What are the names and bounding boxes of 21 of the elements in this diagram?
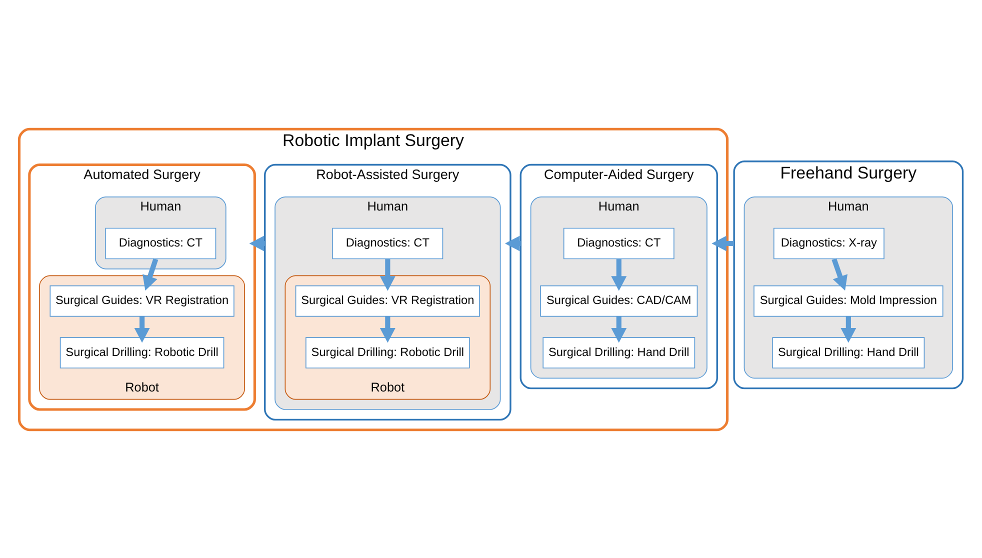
node-box: Diagnostics: X-ray	[773, 227, 884, 259]
node-box: Surgical Guides: VR Registration	[295, 284, 480, 316]
arrow	[611, 316, 627, 342]
arrow	[611, 258, 627, 290]
arrow	[380, 258, 396, 290]
arrow	[840, 316, 856, 342]
arrow	[712, 235, 734, 251]
arrow	[832, 258, 848, 290]
node-box: Surgical Drilling: Robotic Drill	[60, 336, 224, 368]
node-box: Surgical Guides: CAD/CAM	[540, 284, 698, 316]
node-box: Diagnostics: CT	[332, 227, 444, 259]
node-box: Surgical Drilling: Hand Drill	[772, 336, 925, 368]
node-box: Diagnostics: CT	[105, 227, 216, 259]
arrow	[142, 258, 158, 290]
node-box: Diagnostics: CT	[563, 227, 674, 259]
node-box: Surgical Drilling: Hand Drill	[542, 336, 696, 368]
arrow	[380, 316, 396, 342]
node-box: Surgical Drilling: Robotic Drill	[306, 336, 470, 368]
node-box: Surgical Guides: VR Registration	[50, 284, 234, 316]
node-box: Surgical Guides: Mold Impression	[754, 284, 944, 316]
arrow	[134, 316, 150, 342]
